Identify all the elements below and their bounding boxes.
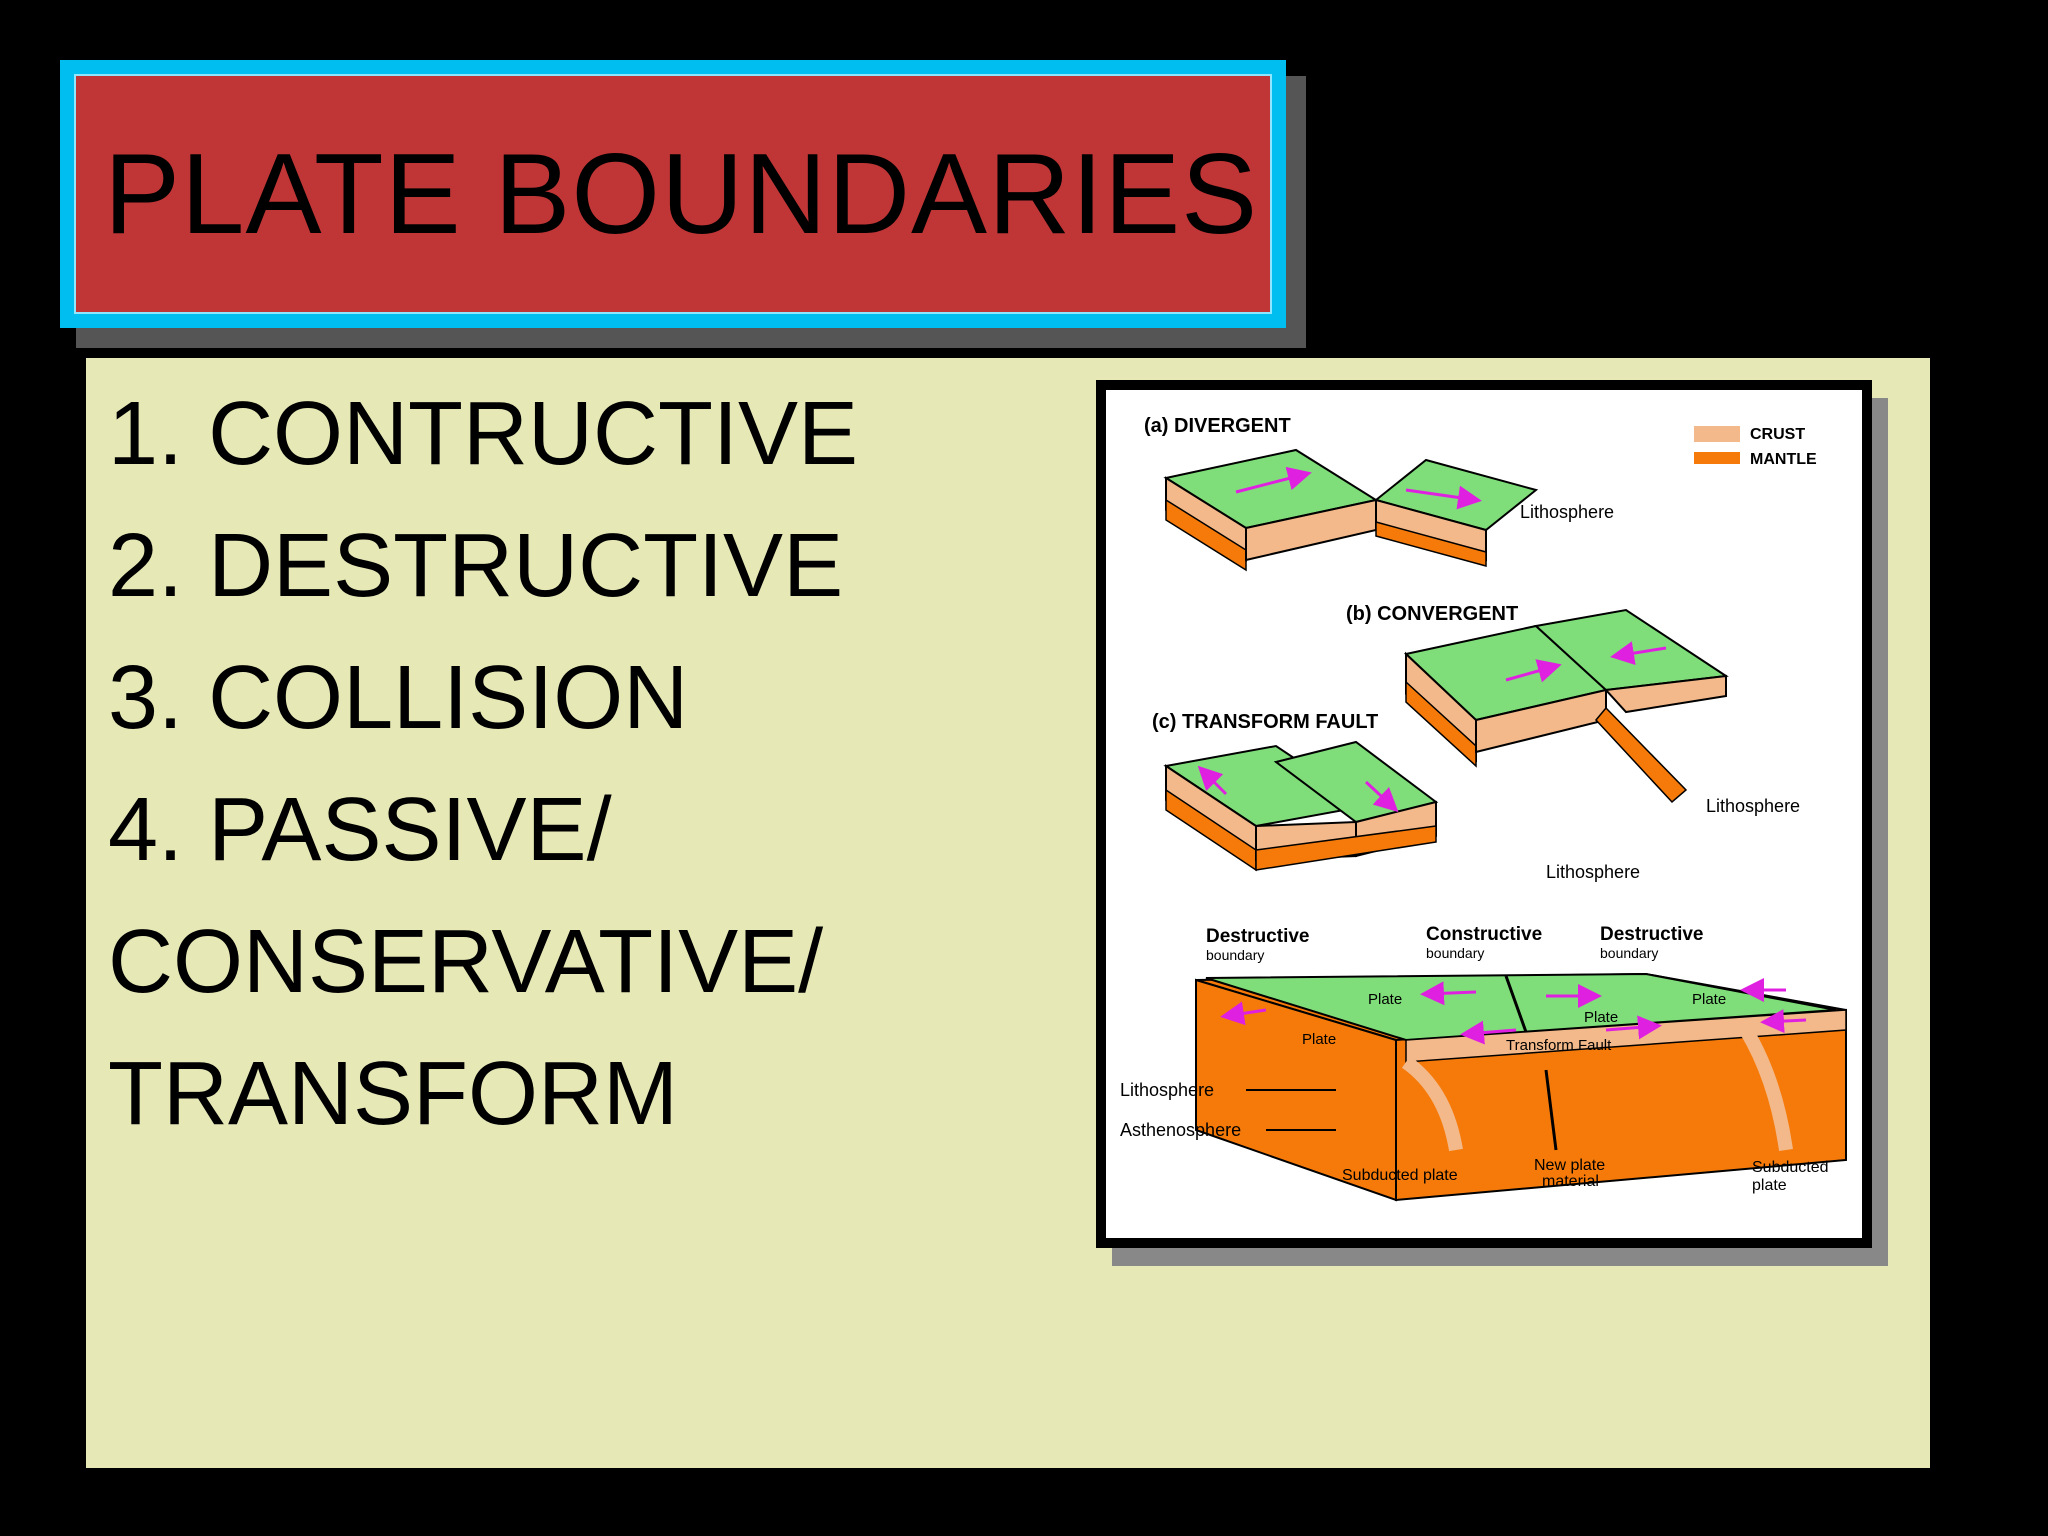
plate-lower-label: plate xyxy=(1752,1177,1787,1194)
boundary-label-2: boundary xyxy=(1426,945,1484,961)
legend-mantle: MANTLE xyxy=(1750,451,1817,468)
divergent-block xyxy=(1163,448,1539,572)
list-item: 2. DESTRUCTIVE xyxy=(108,516,844,616)
slide-title: PLATE BOUNDARIES xyxy=(104,130,1259,258)
list-item: 3. COLLISION xyxy=(108,648,689,748)
mantle-swatch xyxy=(1694,452,1740,464)
transform-fault-label: Transform Fault xyxy=(1506,1037,1612,1054)
list-item: 1. CONTRUCTIVE xyxy=(108,384,859,484)
material-label: material xyxy=(1542,1173,1599,1190)
plate-label-1: Plate xyxy=(1368,991,1402,1008)
subducted-label: Subducted xyxy=(1752,1159,1829,1176)
label-convergent: (b) CONVERGENT xyxy=(1346,603,1518,625)
boundary-label-3: boundary xyxy=(1600,945,1658,961)
legend-crust: CRUST xyxy=(1750,426,1805,443)
destructive-label-1: Destructive xyxy=(1206,926,1310,947)
boundary-type-list: 1. CONTRUCTIVE 2. DESTRUCTIVE 3. COLLISI… xyxy=(108,368,858,1160)
label-divergent: (a) DIVERGENT xyxy=(1144,415,1291,437)
plate-label-2: Plate xyxy=(1302,1031,1336,1048)
lithosphere-label-c: Lithosphere xyxy=(1546,862,1640,882)
lithosphere-label-b: Lithosphere xyxy=(1706,796,1800,816)
list-item: 4. PASSIVE/ xyxy=(108,780,612,880)
global-boundaries-block xyxy=(1195,972,1847,1202)
constructive-label: Constructive xyxy=(1426,924,1542,945)
plate-label-3: Plate xyxy=(1584,1009,1618,1026)
list-item: CONSERVATIVE/ xyxy=(108,912,824,1012)
boundary-label-1: boundary xyxy=(1206,947,1264,963)
title-banner: PLATE BOUNDARIES xyxy=(74,74,1272,314)
transform-block xyxy=(1163,740,1439,872)
destructive-label-2: Destructive xyxy=(1600,924,1704,945)
subducted-plate-label: Subducted plate xyxy=(1342,1167,1458,1184)
lithosphere-label-bottom: Lithosphere xyxy=(1120,1080,1214,1100)
plate-boundaries-figure: CRUST MANTLE (a) DIVERGENT Lithosphere (… xyxy=(1096,380,1872,1248)
convergent-block xyxy=(1403,608,1729,804)
lithosphere-label-a: Lithosphere xyxy=(1520,502,1614,522)
plate-diagram: CRUST MANTLE (a) DIVERGENT Lithosphere (… xyxy=(1120,415,1847,1202)
plate-label-4: Plate xyxy=(1692,991,1726,1008)
asthenosphere-label: Asthenosphere xyxy=(1120,1120,1241,1140)
label-transform: (c) TRANSFORM FAULT xyxy=(1152,711,1378,733)
list-item: TRANSFORM xyxy=(108,1044,678,1144)
crust-swatch xyxy=(1694,426,1740,442)
new-plate-label: New plate xyxy=(1534,1157,1605,1174)
title-frame: PLATE BOUNDARIES xyxy=(60,60,1286,328)
